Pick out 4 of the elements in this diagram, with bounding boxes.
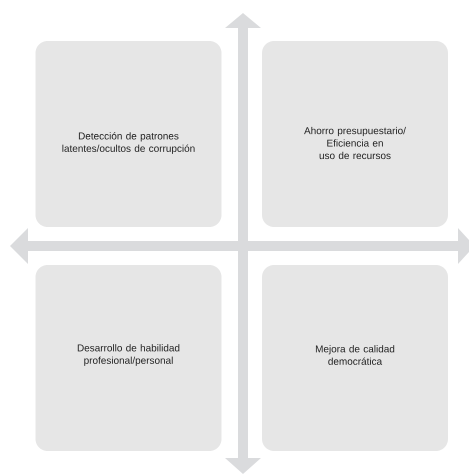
quadrant-box: Ahorro presupuestario/ Eficiencia en uso de recursos bbox=[262, 41, 448, 227]
quadrant-box: Detección de patrones latentes/ocultos de corrupción bbox=[36, 41, 222, 227]
quadrant-box: Desarrollo de habilidad profesional/personal bbox=[36, 265, 222, 451]
quadrant-box: Mejora de calidad democrática bbox=[262, 265, 448, 451]
